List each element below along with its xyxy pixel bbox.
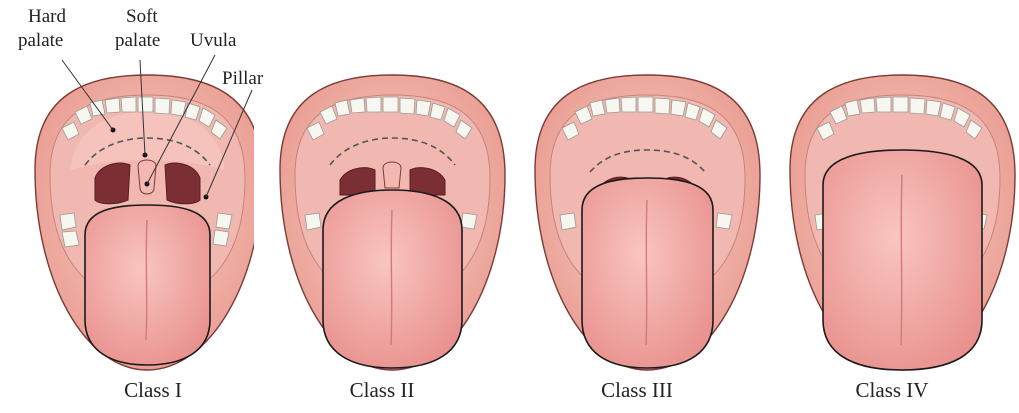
label-hard-palate-1: Hard (28, 6, 66, 28)
mouth-class-1-illustration (0, 0, 254, 413)
panel-class-2: Class II (255, 0, 509, 413)
label-uvula: Uvula (190, 30, 236, 52)
caption-class-2: Class II (255, 378, 509, 403)
mouth-class-3-illustration (510, 0, 764, 413)
label-soft-palate-2: palate (115, 30, 160, 52)
label-soft-palate-1: Soft (126, 6, 158, 28)
panel-class-3: Class III (510, 0, 764, 413)
label-hard-palate-2: palate (18, 30, 63, 52)
panel-class-4: Class IV (765, 0, 1019, 413)
caption-class-3: Class III (510, 378, 764, 403)
panel-class-1: Hard palate Soft palate Uvula Pillar Cla… (0, 0, 254, 413)
caption-class-1: Class I (26, 378, 280, 403)
caption-class-4: Class IV (765, 378, 1019, 403)
mouth-class-2-illustration (255, 0, 509, 413)
mouth-class-4-illustration (765, 0, 1019, 413)
